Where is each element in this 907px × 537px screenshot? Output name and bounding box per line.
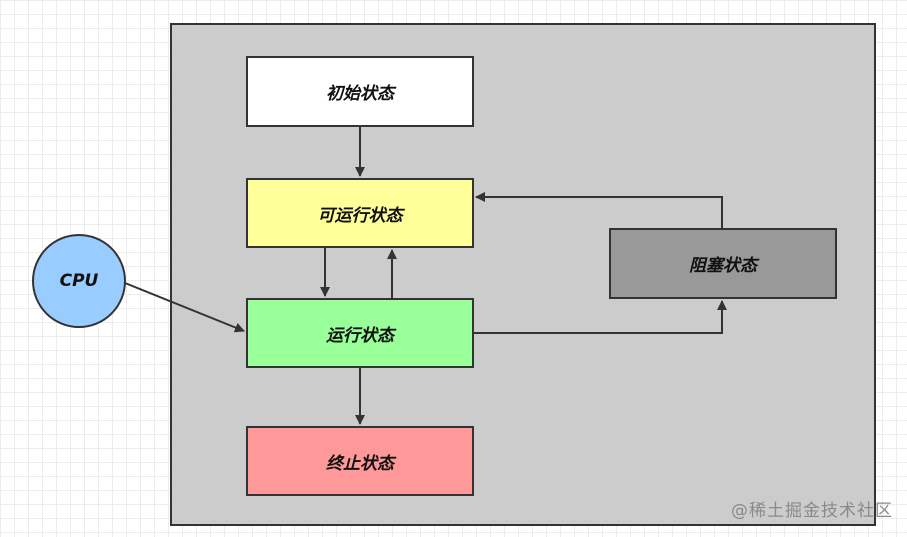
arrow-running-to-blocked (474, 300, 727, 334)
state-running: 运行状态 (246, 298, 474, 368)
state-blocked: 阻塞状态 (609, 228, 837, 299)
state-initial: 初始状态 (246, 56, 474, 127)
arrow-cpu-to-running (124, 282, 245, 333)
watermark: @稀土掘金技术社区 (731, 501, 893, 521)
cpu-node: CPU (32, 234, 126, 328)
state-terminated: 终止状态 (246, 426, 474, 496)
arrow-blocked-to-runnable (475, 192, 723, 228)
state-runnable: 可运行状态 (246, 178, 474, 248)
